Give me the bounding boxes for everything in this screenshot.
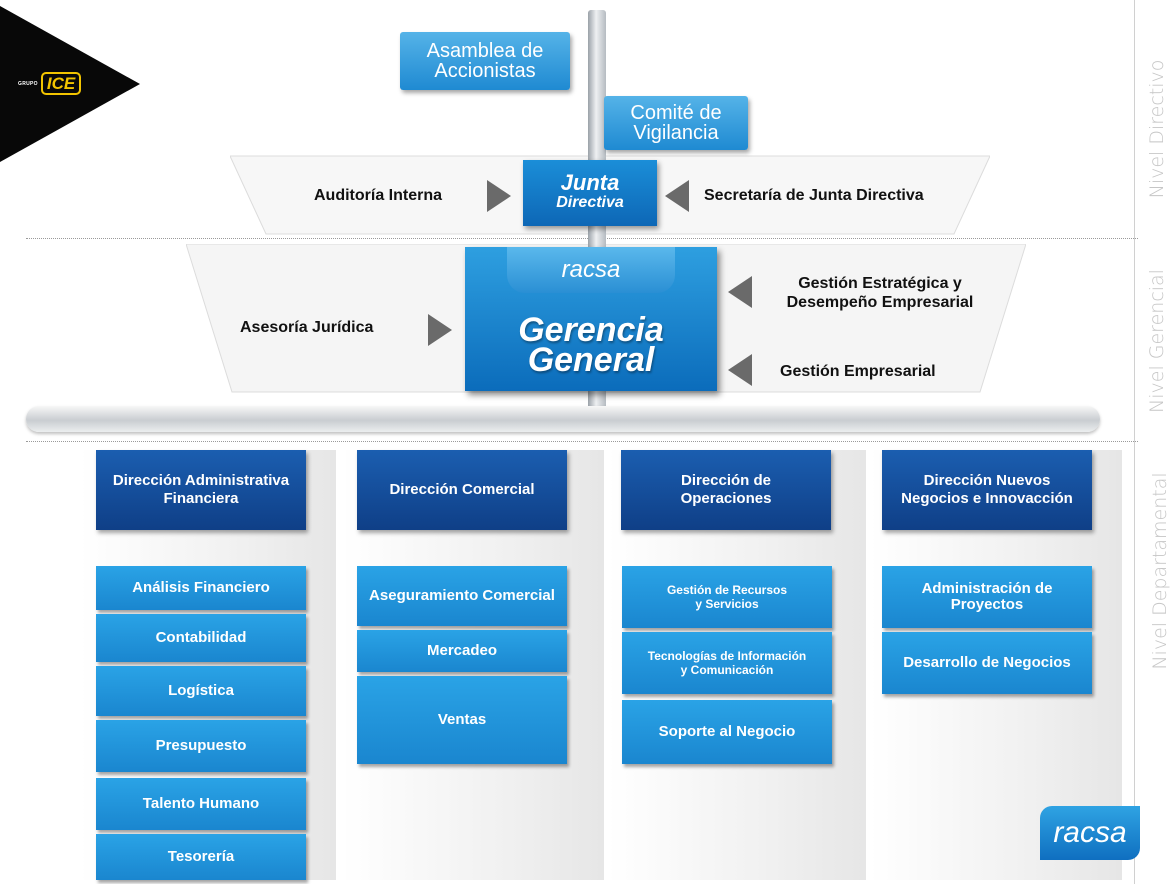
- dir2-title-line1: Dirección Comercial: [389, 481, 535, 498]
- arrow-right-icon: [487, 180, 511, 212]
- junta-directiva-box: Junta Directiva: [523, 160, 657, 226]
- comite-line2: Vigilancia: [633, 122, 719, 144]
- unit-gestion-recursos: Gestión de Recursos y Servicios: [622, 566, 832, 628]
- unit-label: Desarrollo de Negocios: [903, 654, 1071, 671]
- unit-label: Contabilidad: [155, 629, 247, 646]
- racsa-logo: racsa: [1040, 806, 1140, 860]
- dir1-title-line1: Dirección Administrativa: [112, 472, 290, 489]
- unit-tesoreria: Tesorería: [96, 834, 306, 880]
- unit-label-line1: Gestión de Recursos: [666, 583, 788, 597]
- gerencia-top-panel: racsa: [507, 247, 675, 293]
- unit-label-line2: y Comunicación: [680, 663, 774, 677]
- gerencia-line1: Gerencia: [518, 311, 664, 349]
- direccion-comercial-box: Dirección Comercial: [357, 450, 567, 530]
- racsa-logo-text: racsa: [1053, 816, 1127, 849]
- unit-tecnologias-informacion: Tecnologías de Información y Comunicació…: [622, 632, 832, 694]
- junta-line1: Junta: [560, 170, 620, 195]
- level-label-gerencial: Nivel Gerencial: [1146, 269, 1168, 413]
- direccion-nuevos-negocios-box: Dirección Nuevos Negocios e Innovacción: [882, 450, 1092, 530]
- gestion-estrategica-line2: Desempeño Empresarial: [786, 294, 974, 311]
- comite-vigilancia-sign: Comité de Vigilancia: [604, 96, 748, 150]
- separator-directivo: [26, 238, 1138, 239]
- separator-gerencial: [26, 441, 1138, 442]
- asamblea-line1: Asamblea de: [426, 40, 544, 62]
- unit-talento-humano: Talento Humano: [96, 778, 306, 830]
- unit-administracion-proyectos: Administración de Proyectos: [882, 566, 1092, 628]
- unit-presupuesto: Presupuesto: [96, 720, 306, 772]
- unit-label-line2: Proyectos: [950, 596, 1024, 613]
- unit-label: Ventas: [437, 711, 487, 728]
- unit-mercadeo: Mercadeo: [357, 630, 567, 672]
- unit-label: Presupuesto: [155, 737, 247, 754]
- level-label-departamental: Nivel Departamental: [1149, 472, 1171, 670]
- asamblea-line2: Accionistas: [434, 60, 536, 82]
- unit-logistica: Logística: [96, 666, 306, 716]
- grupo-text: GRUPO: [18, 80, 38, 87]
- dir4-title-line1: Dirección Nuevos: [923, 472, 1051, 489]
- gerencia-title: Gerencia General: [465, 311, 717, 379]
- comite-line1: Comité de: [630, 102, 722, 124]
- unit-label: Tesorería: [167, 848, 235, 865]
- unit-label: Soporte al Negocio: [658, 723, 796, 740]
- unit-contabilidad: Contabilidad: [96, 614, 306, 662]
- racsa-logo-small: racsa: [561, 256, 621, 283]
- secretaria-label: Secretaría de Junta Directiva: [704, 187, 924, 204]
- gestion-estrategica-label: Gestión Estratégica y Desempeño Empresar…: [770, 274, 990, 312]
- ice-text: ICE: [40, 72, 82, 95]
- arrow-left-icon: [665, 180, 689, 212]
- arrow-left-icon: [728, 354, 752, 386]
- grupo-ice-logo: GRUPO ICE: [18, 72, 82, 95]
- junta-line2: Directiva: [556, 194, 624, 211]
- direccion-operaciones-box: Dirección de Operaciones: [621, 450, 831, 530]
- dir3-title-line2: Operaciones: [680, 490, 772, 507]
- unit-analisis-financiero: Análisis Financiero: [96, 566, 306, 610]
- unit-ventas: Ventas: [357, 676, 567, 764]
- unit-aseguramiento-comercial: Aseguramiento Comercial: [357, 566, 567, 626]
- gestion-estrategica-line1: Gestión Estratégica y: [798, 275, 962, 292]
- gestion-empresarial-label: Gestión Empresarial: [780, 363, 936, 380]
- unit-soporte-negocio: Soporte al Negocio: [622, 700, 832, 764]
- unit-label: Mercadeo: [426, 642, 498, 659]
- gerencia-line2: General: [527, 341, 655, 379]
- direccion-administrativa-box: Dirección Administrativa Financiera: [96, 450, 306, 530]
- unit-label-line1: Administración de: [921, 580, 1053, 597]
- dir1-title-line2: Financiera: [163, 490, 239, 507]
- unit-label-line1: Tecnologías de Información: [647, 649, 807, 663]
- gerencia-general-box: racsa Gerencia General: [465, 247, 717, 391]
- connector-bar: [26, 406, 1100, 432]
- unit-label-line2: y Servicios: [695, 597, 759, 611]
- unit-label: Logística: [168, 682, 234, 699]
- logo-background: [0, 6, 140, 162]
- arrow-left-icon: [728, 276, 752, 308]
- unit-desarrollo-negocios: Desarrollo de Negocios: [882, 632, 1092, 694]
- asesoria-juridica-label: Asesoría Jurídica: [240, 319, 374, 336]
- asamblea-accionistas-sign: Asamblea de Accionistas: [400, 32, 570, 90]
- unit-label: Talento Humano: [142, 795, 260, 812]
- dir3-title-line1: Dirección de: [680, 472, 772, 489]
- unit-label: Análisis Financiero: [132, 579, 270, 596]
- auditoria-interna-label: Auditoría Interna: [314, 187, 443, 204]
- dir4-title-line2: Negocios e Innovacción: [901, 490, 1073, 507]
- level-label-directivo: Nivel Directivo: [1146, 59, 1168, 199]
- level-divider-line: [1134, 0, 1135, 884]
- unit-label: Aseguramiento Comercial: [369, 587, 555, 604]
- arrow-right-icon: [428, 314, 452, 346]
